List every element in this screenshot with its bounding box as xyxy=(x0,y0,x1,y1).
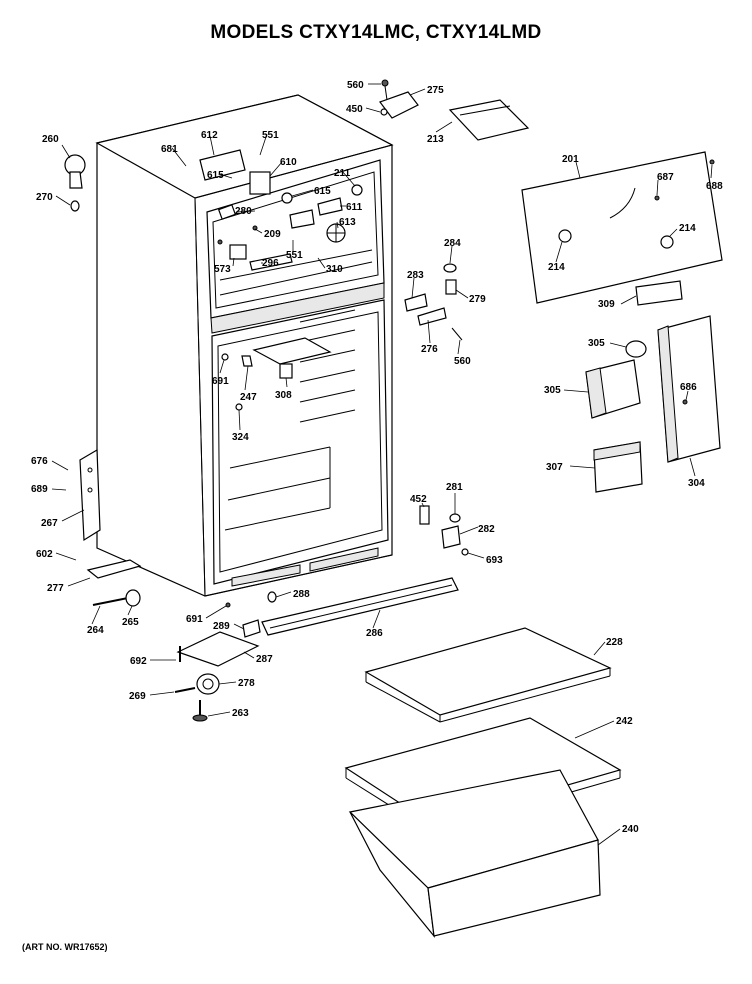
callout-686: 686 xyxy=(680,382,697,393)
callout-573: 573 xyxy=(214,264,231,275)
callout-310: 310 xyxy=(326,264,343,275)
callout-305: 305 xyxy=(544,385,561,396)
callout-304: 304 xyxy=(688,478,705,489)
callout-270: 270 xyxy=(36,192,53,203)
callout-296: 296 xyxy=(262,258,279,269)
callout-284: 284 xyxy=(444,238,461,249)
callout-691: 691 xyxy=(186,614,203,625)
control-knob xyxy=(64,154,86,212)
callout-309: 309 xyxy=(598,299,615,310)
callout-279: 279 xyxy=(469,294,486,305)
callout-214: 214 xyxy=(679,223,696,234)
callout-610: 610 xyxy=(280,157,297,168)
leader-lines xyxy=(51,83,713,846)
callout-452: 452 xyxy=(410,494,427,505)
callout-689: 689 xyxy=(31,484,48,495)
callout-307: 307 xyxy=(546,462,563,473)
callout-693: 693 xyxy=(486,555,503,566)
callout-264: 264 xyxy=(87,625,104,636)
callout-691: 691 xyxy=(212,376,229,387)
callout-276: 276 xyxy=(421,344,438,355)
lower-hinge-parts xyxy=(419,505,469,556)
callout-615: 615 xyxy=(207,170,224,181)
callout-281: 281 xyxy=(446,482,463,493)
callout-labels: 560 275 450 213 260 270 681 612 551 615 … xyxy=(31,80,723,835)
callout-613: 613 xyxy=(339,217,356,228)
diagram-title: MODELS CTXY14LMC, CTXY14LMD xyxy=(210,22,542,43)
callout-611: 611 xyxy=(346,202,363,213)
callout-282: 282 xyxy=(478,524,495,535)
callout-308: 308 xyxy=(275,390,292,401)
callout-305: 305 xyxy=(588,338,605,349)
callout-681: 681 xyxy=(161,144,178,155)
callout-687: 687 xyxy=(657,172,674,183)
callout-228: 228 xyxy=(606,637,623,648)
callout-288: 288 xyxy=(293,589,310,600)
callout-602: 602 xyxy=(36,549,53,560)
callout-269: 269 xyxy=(129,691,146,702)
leveling-parts xyxy=(92,589,277,722)
ice-tray xyxy=(448,99,530,141)
callout-560: 560 xyxy=(454,356,471,367)
callout-209: 209 xyxy=(264,229,281,240)
callout-551: 551 xyxy=(262,130,279,141)
callout-247: 247 xyxy=(240,392,257,403)
callout-263: 263 xyxy=(232,708,249,719)
cabinet-assembly xyxy=(79,94,394,597)
callout-551: 551 xyxy=(286,250,303,261)
callout-287: 287 xyxy=(256,654,273,665)
callout-275: 275 xyxy=(427,85,444,96)
control-housing xyxy=(585,315,721,493)
callout-450: 450 xyxy=(346,104,363,115)
crisper-drawer xyxy=(348,769,601,938)
callout-615: 615 xyxy=(314,186,331,197)
callout-324: 324 xyxy=(232,432,249,443)
bottom-grille xyxy=(261,577,459,636)
callout-612: 612 xyxy=(201,130,218,141)
callout-278: 278 xyxy=(238,678,255,689)
callout-260: 260 xyxy=(42,134,59,145)
callout-676: 676 xyxy=(31,456,48,467)
callout-560: 560 xyxy=(347,80,364,91)
callout-214: 214 xyxy=(548,262,565,273)
glass-shelf xyxy=(364,627,612,723)
art-number: (ART NO. WR17652) xyxy=(22,942,108,952)
callout-242: 242 xyxy=(616,716,633,727)
top-hinge xyxy=(379,79,419,119)
callout-283: 283 xyxy=(407,270,424,281)
callout-286: 286 xyxy=(366,628,383,639)
callout-688: 688 xyxy=(706,181,723,192)
callout-277: 277 xyxy=(47,583,64,594)
callout-211: 211 xyxy=(334,168,351,179)
callout-213: 213 xyxy=(427,134,444,145)
evaporator-cover xyxy=(521,151,723,304)
callout-280: 280 xyxy=(235,206,252,217)
callout-201: 201 xyxy=(562,154,579,165)
callout-289: 289 xyxy=(213,621,230,632)
callout-265: 265 xyxy=(122,617,139,628)
callout-692: 692 xyxy=(130,656,147,667)
freezer-components xyxy=(199,149,363,271)
callout-267: 267 xyxy=(41,518,58,529)
callout-240: 240 xyxy=(622,824,639,835)
label-309 xyxy=(635,280,683,306)
center-hinge-parts xyxy=(404,263,463,341)
